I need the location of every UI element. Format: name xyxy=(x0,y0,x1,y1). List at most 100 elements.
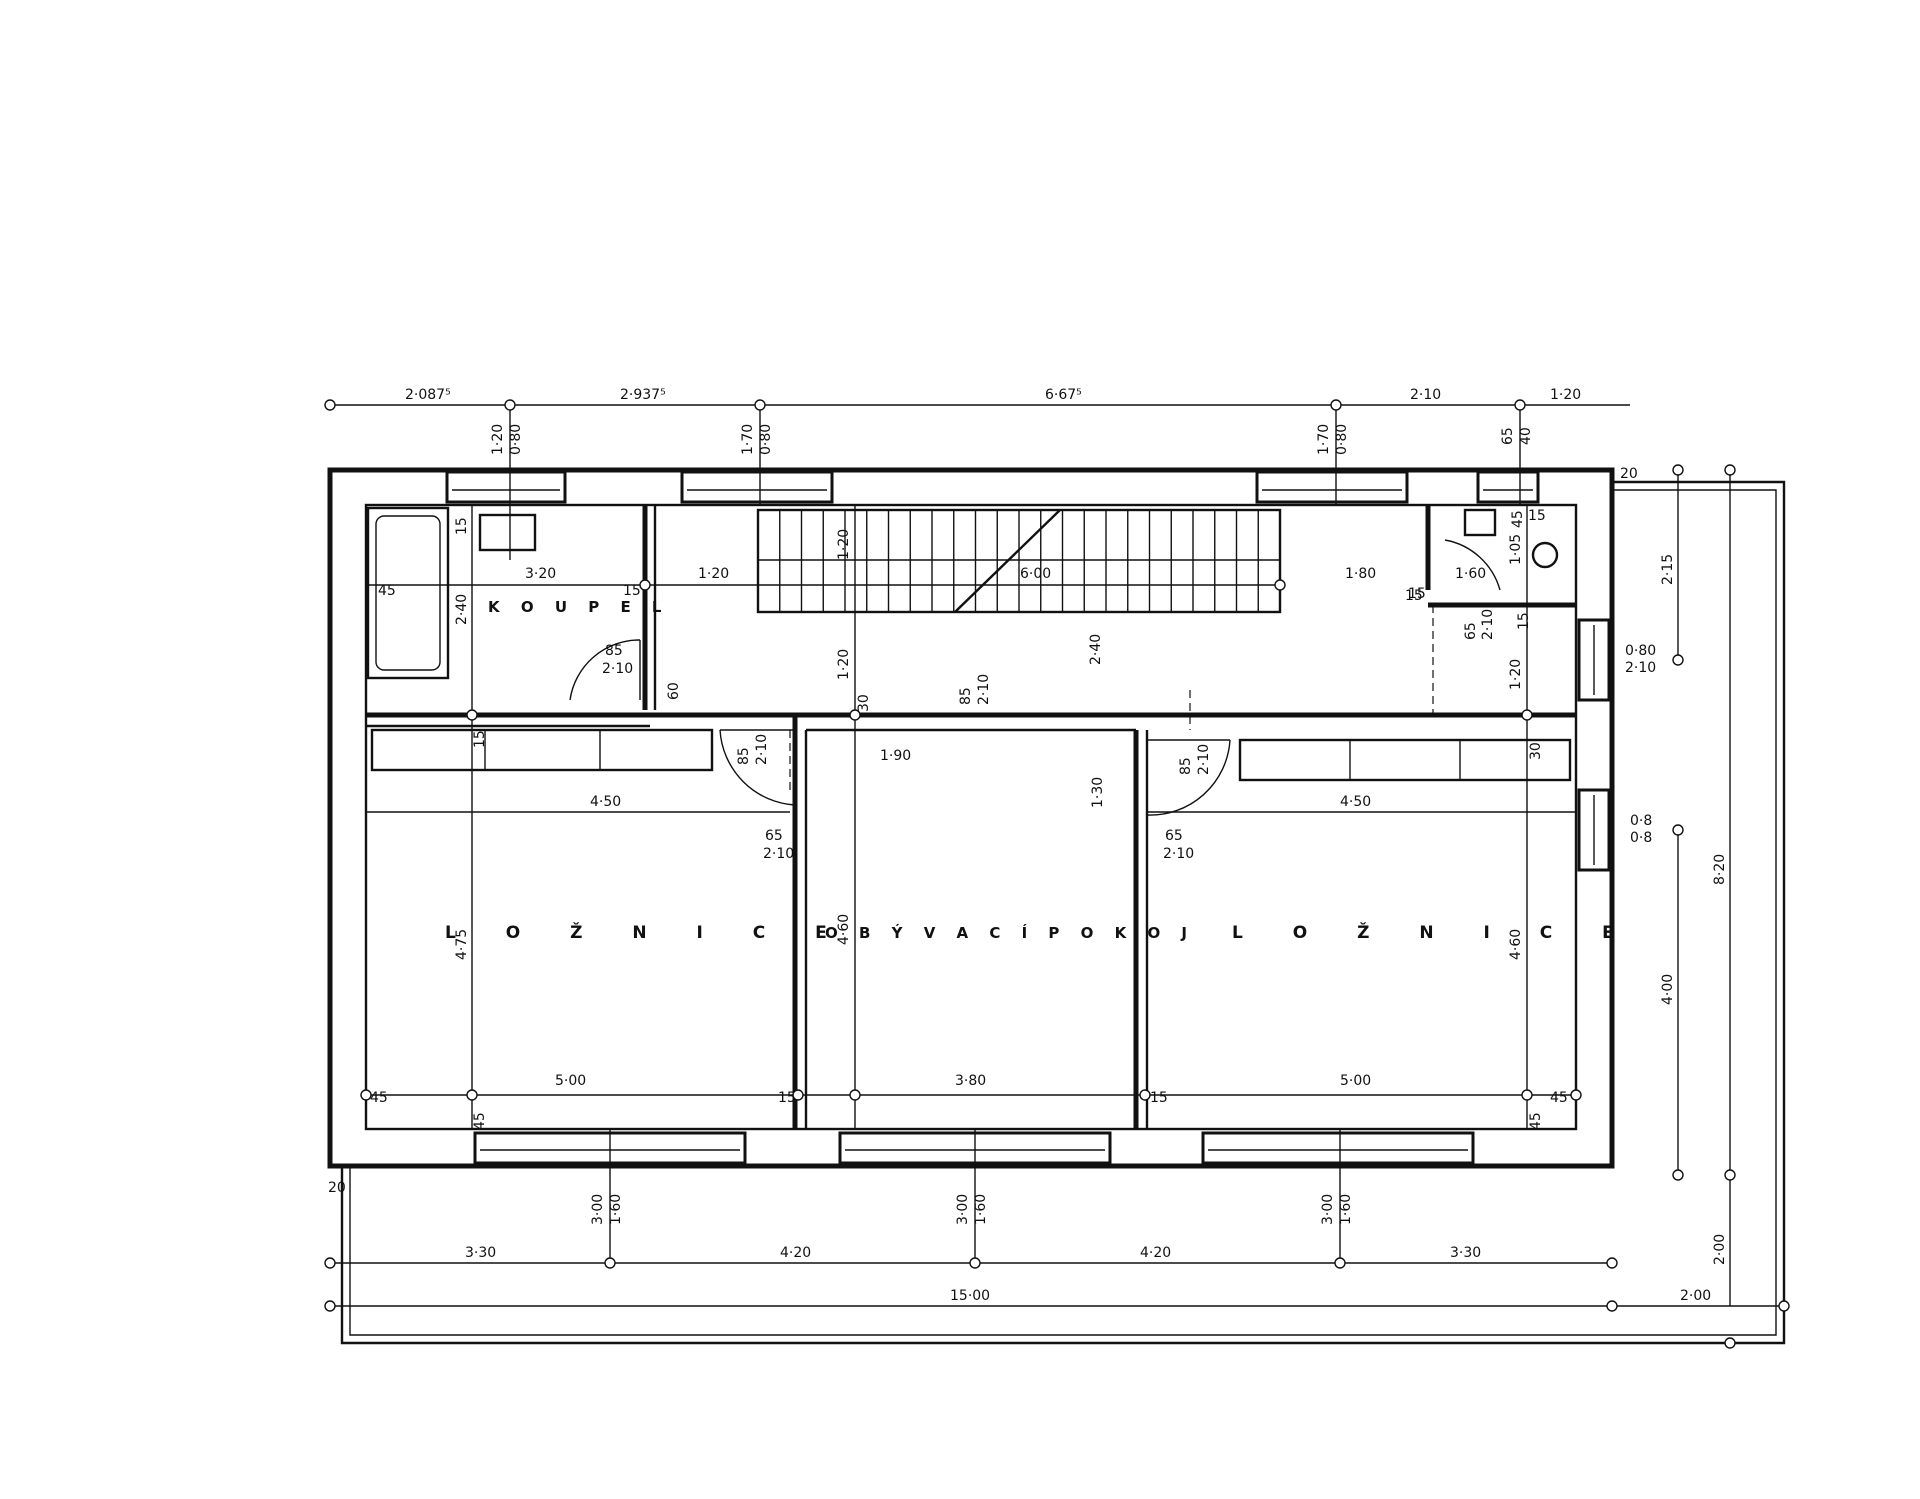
dim-bed-left-height: 4·75 xyxy=(454,929,470,960)
dim-living-height: 4·60 xyxy=(836,914,852,945)
dim-hall-240: 2·40 xyxy=(1088,634,1104,665)
dim-wardrobe-right: 4·50 xyxy=(1340,794,1371,810)
dim-bottom-4: 3·30 xyxy=(1450,1245,1481,1261)
room-bedroom-left: L O Ž N I C E xyxy=(445,921,849,943)
stair-treads xyxy=(779,510,1259,612)
washbasin xyxy=(478,513,537,552)
terrace-outline-inner xyxy=(349,489,1777,1336)
dim-wardrobe-left: 4·50 xyxy=(590,794,621,810)
dim-bath-width: 3·20 xyxy=(525,566,556,582)
dim-top-4: 2·10 xyxy=(1410,387,1441,403)
dim-living-width: 3·80 xyxy=(955,1073,986,1089)
dim-bath-15b: 15 xyxy=(623,583,641,599)
dim-door-left: 85 xyxy=(736,747,752,765)
dim-right-400: 4·00 xyxy=(1660,974,1676,1005)
win-bottom-1: 3·00 xyxy=(590,1194,606,1225)
dim-wc-105: 1·05 xyxy=(1508,534,1524,565)
dim-door-right-h: 2·10 xyxy=(1196,744,1212,775)
dim-wc-160: 1·60 xyxy=(1455,566,1486,582)
bottom-windows xyxy=(473,1131,1475,1165)
outer-wall xyxy=(327,467,1615,1169)
win-bottom-1b: 1·60 xyxy=(608,1194,624,1225)
bathtub xyxy=(366,506,450,680)
win-right-1: 0·80 xyxy=(1625,643,1656,659)
dimension-nodes xyxy=(324,399,1790,1349)
dim-hall-2: 1·80 xyxy=(1345,566,1376,582)
wardrobe-left xyxy=(370,728,714,772)
dim-c45d: 45 xyxy=(1528,1112,1544,1130)
dim-door-right: 85 xyxy=(1178,757,1194,775)
dim-terrace-width: 2·00 xyxy=(1680,1288,1711,1304)
dim-c45a: 45 xyxy=(370,1090,388,1106)
inner-wall-line xyxy=(364,503,1578,1131)
dim-top-5: 1·20 xyxy=(1550,387,1581,403)
dim-bath-height: 2·40 xyxy=(454,594,470,625)
dim-c15e: 15 xyxy=(1528,508,1546,524)
win-top-3: 1·70 xyxy=(1316,424,1332,455)
dim-c45c: 45 xyxy=(1550,1090,1568,1106)
win-top-2: 1·70 xyxy=(740,424,756,455)
win-right-2b: 0·8 xyxy=(1630,830,1652,846)
dim-door-left-h: 2·10 xyxy=(754,734,770,765)
dim-total-width: 15·00 xyxy=(950,1288,990,1304)
dim-bottom-2: 4·20 xyxy=(780,1245,811,1261)
dim-c45b: 45 xyxy=(472,1112,488,1130)
win-top-2b: 0·80 xyxy=(758,424,774,455)
dim-wc-45: 45 xyxy=(1510,510,1526,528)
dim-bath-45: 45 xyxy=(378,583,396,599)
dim-right-total: 8·20 xyxy=(1712,854,1728,885)
win-bottom-3: 3·00 xyxy=(1320,1194,1336,1225)
dim-hall-60: 60 xyxy=(666,682,682,700)
dim-c30a: 30 xyxy=(856,694,872,712)
dim-living-190: 1·90 xyxy=(880,748,911,764)
dim-left-210: 2·10 xyxy=(763,846,794,862)
toilet xyxy=(1531,541,1559,569)
dim-bed-right-width: 5·00 xyxy=(1340,1073,1371,1089)
dim-living-130: 1·30 xyxy=(1090,777,1106,808)
top-windows xyxy=(445,470,1540,504)
win-top-1: 1·20 xyxy=(490,424,506,455)
dim-stair: 6·00 xyxy=(1020,566,1051,582)
dim-door-bath-h: 2·10 xyxy=(602,661,633,677)
room-bedroom-right: L O Ž N I C E xyxy=(1232,921,1636,943)
room-living: O B Ý V A C Í P O K O J xyxy=(825,923,1195,942)
dim-c30b: 30 xyxy=(1528,742,1544,760)
wardrobe-right xyxy=(1238,738,1572,782)
dim-left-65: 65 xyxy=(765,828,783,844)
dim-bottom-3: 4·20 xyxy=(1140,1245,1171,1261)
dim-right-210: 2·10 xyxy=(1163,846,1194,862)
dim-door-bath: 85 xyxy=(605,643,623,659)
dim-c15a: 15 xyxy=(778,1090,796,1106)
doors xyxy=(569,539,1501,816)
win-top-4b: 40 xyxy=(1518,427,1534,445)
dim-c15d: 15 xyxy=(1408,586,1426,602)
dim-wc-15b: 15 xyxy=(1516,612,1532,630)
right-windows xyxy=(1577,618,1611,872)
dim-top-3: 6·67⁵ xyxy=(1045,387,1082,403)
dimension-lines xyxy=(330,404,1784,1307)
dim-c20b: 20 xyxy=(328,1180,346,1196)
dim-wc-15: 15 xyxy=(1405,588,1423,604)
room-bathroom: K O U P E L xyxy=(488,598,669,616)
dim-bottom-1: 3·30 xyxy=(465,1245,496,1261)
terrace-outline xyxy=(340,480,1786,1345)
dim-wc-65: 65 xyxy=(1463,622,1479,640)
dim-bed-right-height: 4·60 xyxy=(1508,929,1524,960)
win-top-1b: 0·80 xyxy=(508,424,524,455)
dim-hall-right-120: 1·20 xyxy=(1508,659,1524,690)
dim-right-200: 2·00 xyxy=(1712,1234,1728,1265)
win-top-4: 65 xyxy=(1500,427,1516,445)
win-right-2: 0·8 xyxy=(1630,813,1652,829)
dim-hall-120: 1·20 xyxy=(836,649,852,680)
wc-basin xyxy=(1463,508,1497,537)
win-bottom-3b: 1·60 xyxy=(1338,1194,1354,1225)
dim-bed-left-width: 5·00 xyxy=(555,1073,586,1089)
dim-bath-15: 15 xyxy=(454,517,470,535)
win-right-1b: 2·10 xyxy=(1625,660,1656,676)
win-bottom-2: 3·00 xyxy=(955,1194,971,1225)
dim-hall-1: 1·20 xyxy=(698,566,729,582)
dim-door-center-h: 2·10 xyxy=(976,674,992,705)
dim-wc-210: 2·10 xyxy=(1480,609,1496,640)
dim-door-center: 85 xyxy=(958,687,974,705)
